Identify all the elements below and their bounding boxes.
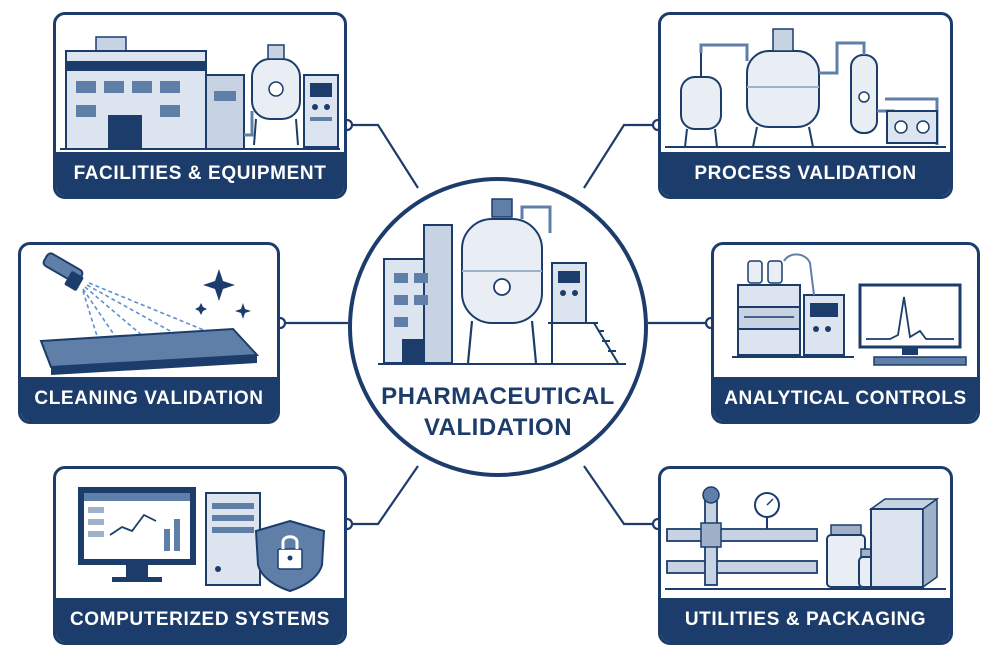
- reactor-vessel-icon: [680, 28, 878, 148]
- control-panel-icon: [551, 262, 587, 324]
- card-utilities-packaging: UTILITIES & PACKAGING: [658, 466, 953, 645]
- pipes-valve-icon: [666, 486, 818, 586]
- card-facilities-equipment: FACILITIES & EQUIPMENT: [53, 12, 347, 199]
- card-label: PROCESS VALIDATION: [661, 152, 950, 196]
- factory-icon: [383, 224, 453, 364]
- card-process-validation: PROCESS VALIDATION: [658, 12, 953, 199]
- card-label: UTILITIES & PACKAGING: [661, 598, 950, 642]
- card-analytical-controls: ANALYTICAL CONTROLS: [711, 242, 980, 424]
- pump-skid-icon: [886, 110, 938, 144]
- connector-computer: [347, 465, 419, 526]
- server-tower-icon: [205, 492, 261, 586]
- hub-title: PHARMACEUTICAL VALIDATION: [352, 381, 644, 443]
- connector-utilities: [583, 465, 658, 526]
- card-label: COMPUTERIZED SYSTEMS: [56, 598, 344, 642]
- hub-illustration: [372, 193, 632, 371]
- card-illustration: [714, 245, 977, 377]
- card-computerized-systems: COMPUTERIZED SYSTEMS: [53, 466, 347, 645]
- control-panel-icon: [303, 74, 339, 148]
- card-illustration: [661, 15, 950, 152]
- card-label: FACILITIES & EQUIPMENT: [56, 152, 344, 196]
- sparkle-icon: [195, 269, 251, 319]
- surface-slab-icon: [39, 327, 260, 375]
- card-label: ANALYTICAL CONTROLS: [714, 377, 977, 421]
- reactor-vessel-icon: [244, 44, 301, 146]
- central-hub: PHARMACEUTICAL VALIDATION: [348, 177, 648, 477]
- reactor-vessel-icon: [461, 198, 552, 364]
- connector-process: [583, 123, 658, 189]
- factory-icon: [65, 36, 245, 150]
- card-illustration: [56, 469, 344, 598]
- box-icon: [868, 497, 940, 589]
- card-illustration: [21, 245, 277, 377]
- monitor-icon: [78, 487, 196, 582]
- pressure-gauge-icon: [754, 492, 780, 529]
- card-illustration: [56, 15, 344, 152]
- platform-stairs-icon: [548, 322, 619, 364]
- card-illustration: [661, 469, 950, 598]
- connector-facilities: [347, 123, 419, 189]
- monitor-icon: [858, 283, 967, 366]
- card-label: CLEANING VALIDATION: [21, 377, 277, 421]
- hub-title-line1: PHARMACEUTICAL: [381, 383, 615, 410]
- hplc-instrument-icon: [737, 253, 845, 356]
- spray-nozzle-icon: [42, 252, 84, 291]
- hub-title-line2: VALIDATION: [423, 414, 573, 441]
- card-cleaning-validation: CLEANING VALIDATION: [18, 242, 280, 424]
- padlock-shield-icon: [254, 519, 326, 593]
